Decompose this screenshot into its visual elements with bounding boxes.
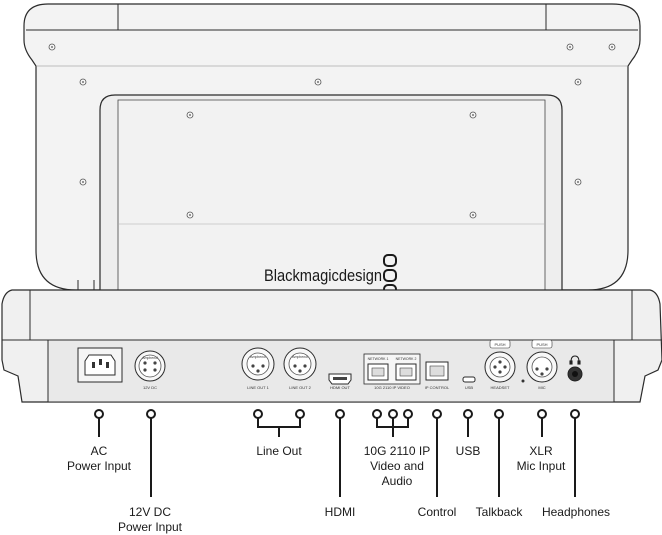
ip-control-port [425,361,449,381]
callout-talkback: Talkback [476,505,523,520]
headset-label: HEADSET [491,385,510,390]
network-ports [363,353,421,385]
mic-label: MIC [538,385,545,390]
line-out-2-amphenol: Amphenol [292,355,308,359]
callout-line: HDMI [324,505,356,519]
callout-line: AC [90,444,108,458]
ip-video-label: 10G 2110 IP VIDEO [374,385,410,390]
callout-control: Control [418,505,457,520]
callout-dots [94,409,580,419]
callout-line: Headphones [541,505,611,519]
callout-12v-dc-power-input: 12V DC Power Input [118,505,182,535]
line-out-1-connector [241,347,275,381]
callout-10g-2110-ip: 10G 2110 IP Video and Audio [364,444,431,489]
callout-line: 10G 2110 IP [363,444,431,458]
line-out-1-label: LINE OUT 1 [247,385,269,390]
callout-hdmi: HDMI [325,505,356,520]
usb-port [462,376,476,383]
headset-push-label: PUSH [494,342,505,347]
callout-line: Audio [381,474,413,488]
mic-push-label: PUSH [536,342,547,347]
callout-line: Video and [370,459,424,473]
callout-line-out: Line Out [256,444,301,459]
callout-line: Mic Input [516,459,566,473]
callout-leaders [98,418,576,497]
callout-usb: USB [456,444,481,459]
dc-power-connector [134,350,166,382]
hdmi-port [328,373,352,385]
dc-in-label: 12V DC [143,385,157,390]
headphones-icon [569,355,581,365]
line-out-1-amphenol: Amphenol [250,355,266,359]
callout-line: Line Out [256,444,302,458]
network-2-label: NETWORK 2 [396,357,417,361]
callout-ac-power-input: AC Power Input [67,444,131,474]
stand-panel [99,94,563,326]
mic-connector [526,339,558,383]
callout-line: USB [455,444,481,458]
callout-line: Talkback [475,505,523,519]
line-out-2-connector [283,347,317,381]
callout-line: 12V DC [128,505,172,519]
callout-line: Control [417,505,457,519]
line-out-2-label: LINE OUT 2 [289,385,311,390]
callout-line: Power Input [117,520,183,534]
callout-xlr-mic-input: XLR Mic Input [517,444,566,474]
ac-power-inlet [77,347,123,383]
indicator-dot [521,379,525,383]
hdmi-out-label: HDMI OUT [330,385,350,390]
headset-connector [484,339,516,383]
brand-wordmark: Blackmagicdesign [264,267,382,285]
callout-headphones: Headphones [542,505,610,520]
network-1-label: NETWORK 1 [368,357,389,361]
ip-control-label: IP CONTROL [425,385,450,390]
dc-amphenol-label: Amphenol [142,356,158,360]
callout-line: XLR [529,444,553,458]
usb-label: USB [465,385,474,390]
headphone-jack [567,366,583,382]
callout-line: Power Input [66,459,132,473]
